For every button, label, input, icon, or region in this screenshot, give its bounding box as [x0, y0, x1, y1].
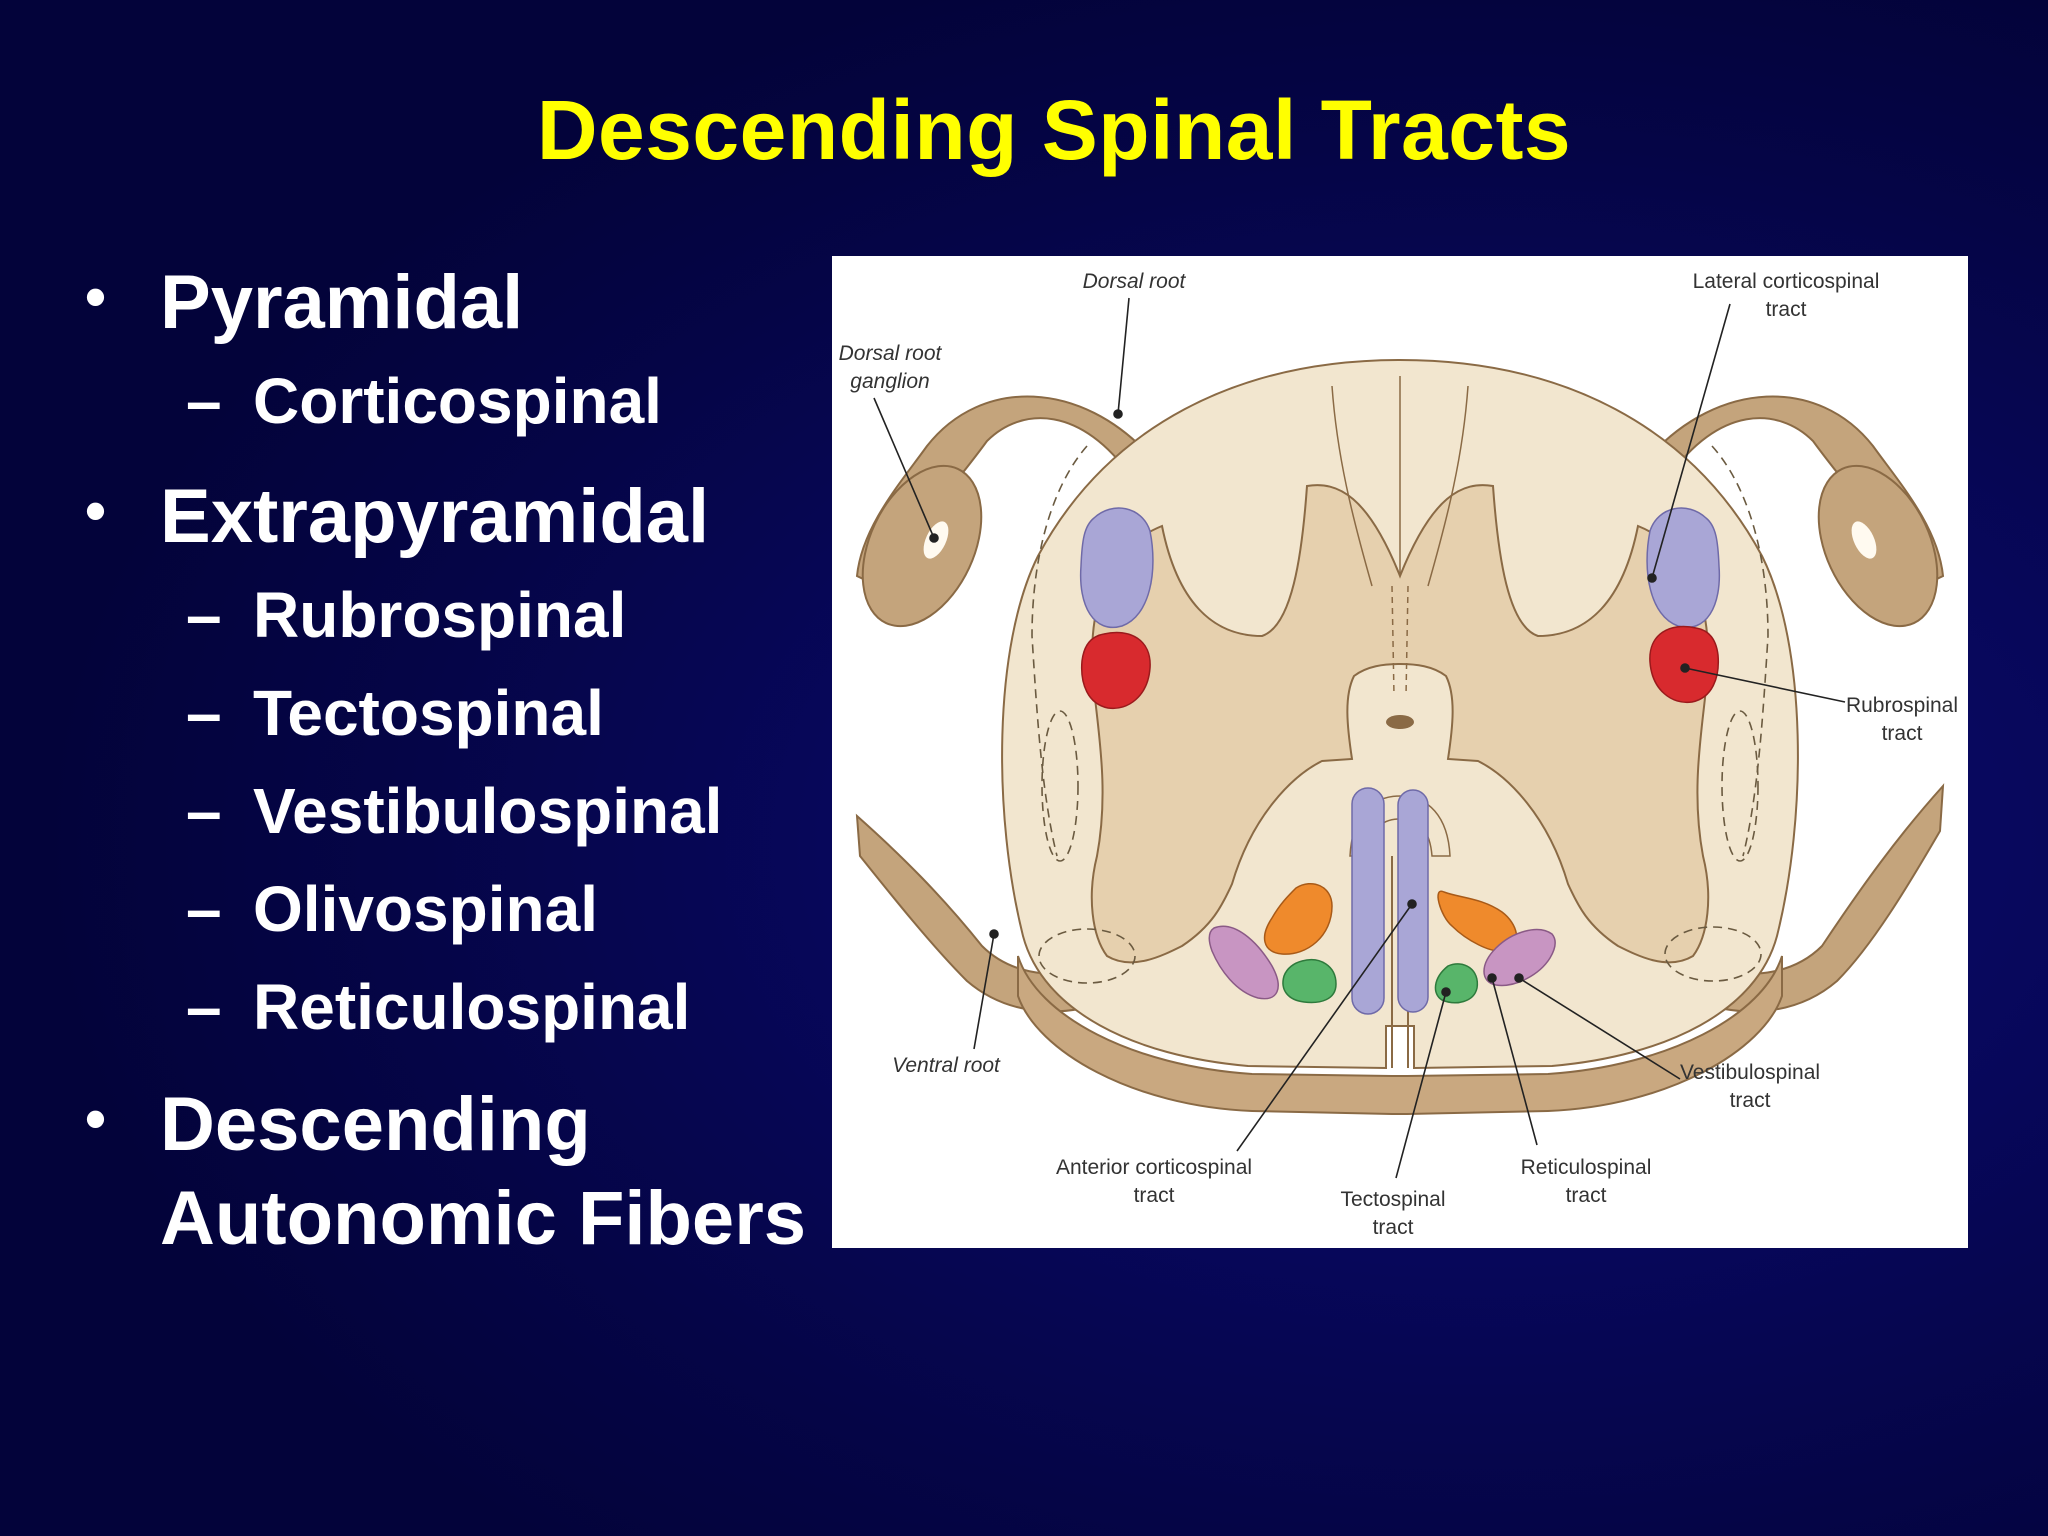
sub-bullet-vestibulospinal: Vestibulospinal	[253, 775, 723, 847]
bullet-marker: •	[85, 1085, 107, 1152]
slide-title: Descending Spinal Tracts	[536, 83, 1572, 177]
label-rubrospinal-1: Rubrospinal	[1846, 694, 1958, 717]
label-tectospinal-1: Tectospinal	[1340, 1188, 1445, 1211]
sub-bullet-marker: –	[186, 365, 222, 437]
sub-bullet-marker: –	[186, 873, 222, 945]
label-ventral-root: Ventral root	[892, 1054, 1001, 1077]
central-canal	[1386, 715, 1414, 729]
bullet-list: • Pyramidal – Corticospinal • Extrapyram…	[0, 0, 840, 1536]
right-vestibulospinal-tract	[1483, 928, 1556, 987]
label-reticulospinal-2: tract	[1566, 1184, 1607, 1207]
right-dorsal-root	[1648, 395, 1945, 590]
label-reticulospinal-1: Reticulospinal	[1521, 1156, 1652, 1179]
dorsal-septa	[1331, 376, 1469, 697]
label-vestibulospinal-1: Vestibulospinal	[1680, 1061, 1820, 1084]
sub-bullet-tectospinal: Tectospinal	[253, 677, 604, 749]
left-lateral-corticospinal-tract	[1079, 507, 1154, 629]
label-dorsal-root-ganglion-1: Dorsal root	[839, 342, 943, 365]
right-lateral-corticospinal-tract	[1646, 507, 1721, 629]
sub-bullet-marker: –	[186, 971, 222, 1043]
label-anterior-corticospinal-2: tract	[1134, 1184, 1175, 1207]
left-vestibulospinal-tract	[1208, 925, 1279, 1000]
leader-lines	[873, 297, 1846, 1179]
left-tectospinal-tract	[1282, 959, 1337, 1004]
bullet-descending: Descending	[160, 1082, 591, 1167]
spinal-cord-svg: Dorsal root Dorsal root ganglion Lateral…	[839, 270, 1958, 1239]
spinal-cord-diagram: Dorsal root Dorsal root ganglion Lateral…	[832, 256, 1968, 1248]
label-dorsal-root-ganglion-2: ganglion	[850, 370, 929, 393]
cord-underside	[1017, 955, 1783, 1115]
left-rubrospinal-tract	[1080, 631, 1151, 710]
left-dorsal-root-ganglion	[861, 464, 983, 628]
label-vestibulospinal-2: tract	[1730, 1089, 1771, 1112]
bullet-marker: •	[85, 477, 107, 544]
sub-bullet-marker: –	[186, 579, 222, 651]
left-dorsal-root	[855, 395, 1152, 590]
bullet-autonomic-fibers: Autonomic Fibers	[160, 1176, 807, 1261]
sub-bullet-reticulospinal: Reticulospinal	[253, 971, 691, 1043]
label-anterior-corticospinal-1: Anterior corticospinal	[1056, 1156, 1252, 1179]
left-anterior-corticospinal-tract	[1351, 787, 1385, 1015]
sub-bullet-corticospinal: Corticospinal	[253, 365, 662, 437]
bullet-pyramidal: Pyramidal	[160, 260, 524, 345]
sub-bullet-marker: –	[186, 775, 222, 847]
tract-outlines	[1031, 445, 1769, 984]
right-dorsal-root-ganglion	[1817, 464, 1939, 628]
label-rubrospinal-2: tract	[1882, 722, 1923, 745]
bullet-extrapyramidal: Extrapyramidal	[160, 474, 710, 559]
label-dorsal-root: Dorsal root	[1083, 270, 1187, 293]
sub-bullet-marker: –	[186, 677, 222, 749]
left-reticulospinal-tract	[1263, 883, 1333, 955]
sub-bullet-olivospinal: Olivospinal	[253, 873, 598, 945]
label-lateral-corticospinal-2: tract	[1766, 298, 1807, 321]
sub-bullet-rubrospinal: Rubrospinal	[253, 579, 627, 651]
label-tectospinal-2: tract	[1373, 1216, 1414, 1239]
nerve-roots	[855, 395, 1945, 1013]
bullet-marker: •	[85, 263, 107, 330]
label-lateral-corticospinal-1: Lateral corticospinal	[1693, 270, 1880, 293]
